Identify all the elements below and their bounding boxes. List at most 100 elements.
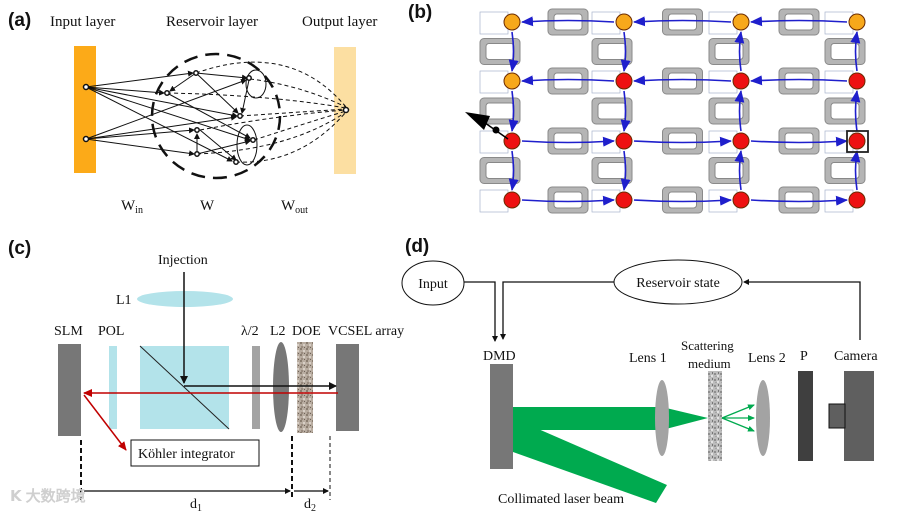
focused-beam — [662, 407, 708, 430]
slm — [58, 344, 81, 436]
laser-node-red — [848, 72, 866, 90]
reservoir-node — [250, 137, 256, 143]
laser-node-orange — [615, 13, 633, 31]
ring-resonator-core — [784, 191, 814, 209]
output-connections — [166, 61, 347, 163]
half-wave-plate — [252, 346, 260, 429]
lens-2 — [756, 380, 770, 456]
reservoir-node — [246, 75, 252, 81]
laser-node-red — [503, 191, 521, 209]
reservoir-node — [237, 113, 243, 119]
lens1-label: Lens 1 — [629, 351, 667, 366]
doe-label: DOE — [292, 324, 321, 339]
node-grid — [503, 13, 866, 209]
ring-resonator-core — [714, 43, 744, 60]
injection-label: Injection — [158, 253, 208, 268]
panel-c-label: (c) — [8, 238, 31, 259]
panel-a-label: (a) — [8, 10, 31, 31]
propagation-arrow — [850, 31, 861, 72]
propagation-arrow — [734, 150, 745, 191]
laser-node-red — [848, 191, 866, 209]
propagation-arrow — [620, 31, 631, 72]
ring-resonator-core — [784, 72, 814, 90]
propagation-arrow — [850, 90, 861, 132]
laser-node-red — [732, 191, 750, 209]
laser-node-orange — [503, 72, 521, 90]
scattering-label-1: Scattering — [681, 338, 734, 353]
ring-resonator-core — [668, 191, 697, 209]
w-in-label: Win — [121, 198, 143, 216]
camera-to-state-arrow — [743, 279, 861, 340]
d2-label: d2 — [304, 497, 316, 514]
output-node-marker — [846, 130, 869, 153]
ring-resonator-core — [830, 162, 860, 179]
kohler-beam — [83, 394, 127, 451]
dmd-label: DMD — [483, 349, 516, 364]
input-injection-arrow — [465, 112, 509, 140]
propagation-arrow — [734, 31, 745, 72]
input-layer-bar — [74, 46, 96, 173]
incident-beam — [513, 418, 667, 503]
polarizer — [798, 371, 813, 461]
beam-splitter-diagonal — [139, 345, 230, 430]
laser-node-orange — [848, 13, 866, 31]
propagation-arrow — [633, 136, 732, 147]
input-node — [82, 83, 90, 91]
ring-resonator-core — [830, 102, 860, 120]
collimated-beam — [513, 407, 660, 430]
propagation-arrow — [508, 150, 519, 191]
propagation-arrow — [633, 75, 732, 86]
input-layer-title: Input layer — [50, 14, 115, 30]
camera-lens-mount — [828, 403, 846, 429]
beam-label: Collimated laser beam — [498, 492, 624, 507]
ring-resonator-core — [553, 13, 583, 31]
laser-node-red — [615, 72, 633, 90]
ring-resonator-core — [485, 162, 515, 179]
ring-resonator-core — [553, 72, 583, 90]
ring-resonator-core — [714, 162, 744, 179]
polarizer — [109, 346, 117, 429]
ring-resonator-core — [553, 132, 583, 150]
laser-node-red — [615, 132, 633, 150]
l1-label: L1 — [116, 293, 132, 308]
input-node — [82, 135, 90, 143]
dmd — [490, 364, 513, 469]
ring-resonator-core — [485, 102, 515, 120]
propagation-arrow — [750, 136, 848, 147]
propagation-arrow — [508, 90, 519, 132]
panel-c: (c) Injection L1 SLM POL λ/2 L2 DOE VCSE… — [8, 238, 404, 514]
ring-resonator-core — [597, 162, 627, 179]
propagation-arrow — [521, 75, 615, 86]
reservoir-node — [164, 90, 170, 96]
propagation-arrow — [750, 195, 848, 206]
reservoir-boundary — [150, 52, 282, 180]
panel-b: (b) — [408, 2, 869, 214]
propagation-arrow — [508, 31, 519, 72]
slm-label: SLM — [54, 324, 83, 339]
input-to-dmd-arrow — [464, 281, 498, 342]
scattered-rays — [721, 404, 755, 432]
camera-label: Camera — [834, 349, 878, 364]
panel-a: (a) Input layer Reservoir layer Output l… — [8, 10, 377, 216]
propagation-arrow — [633, 195, 732, 206]
self-loop — [236, 124, 258, 166]
reservoir-node — [233, 159, 239, 165]
lens-l1 — [137, 291, 233, 307]
laser-node-red — [615, 191, 633, 209]
chip-background — [479, 8, 866, 214]
reservoir-nodes — [82, 70, 350, 165]
ring-resonator-core — [485, 43, 515, 60]
reservoir-state-label: Reservoir state — [636, 276, 720, 291]
ring-resonator-core — [830, 43, 860, 60]
vcsel-array — [336, 344, 359, 431]
panel-d: (d) Input Reservoir state DMD Lens 1 Sca… — [401, 236, 878, 507]
doe-element — [297, 342, 313, 433]
propagation-arrows — [508, 16, 861, 206]
propagation-arrow — [521, 16, 615, 27]
laser-node-red — [732, 132, 750, 150]
l2-label: L2 — [270, 324, 286, 339]
ring-resonator-core — [784, 13, 814, 31]
camera — [844, 371, 874, 461]
input-connections — [85, 70, 251, 162]
